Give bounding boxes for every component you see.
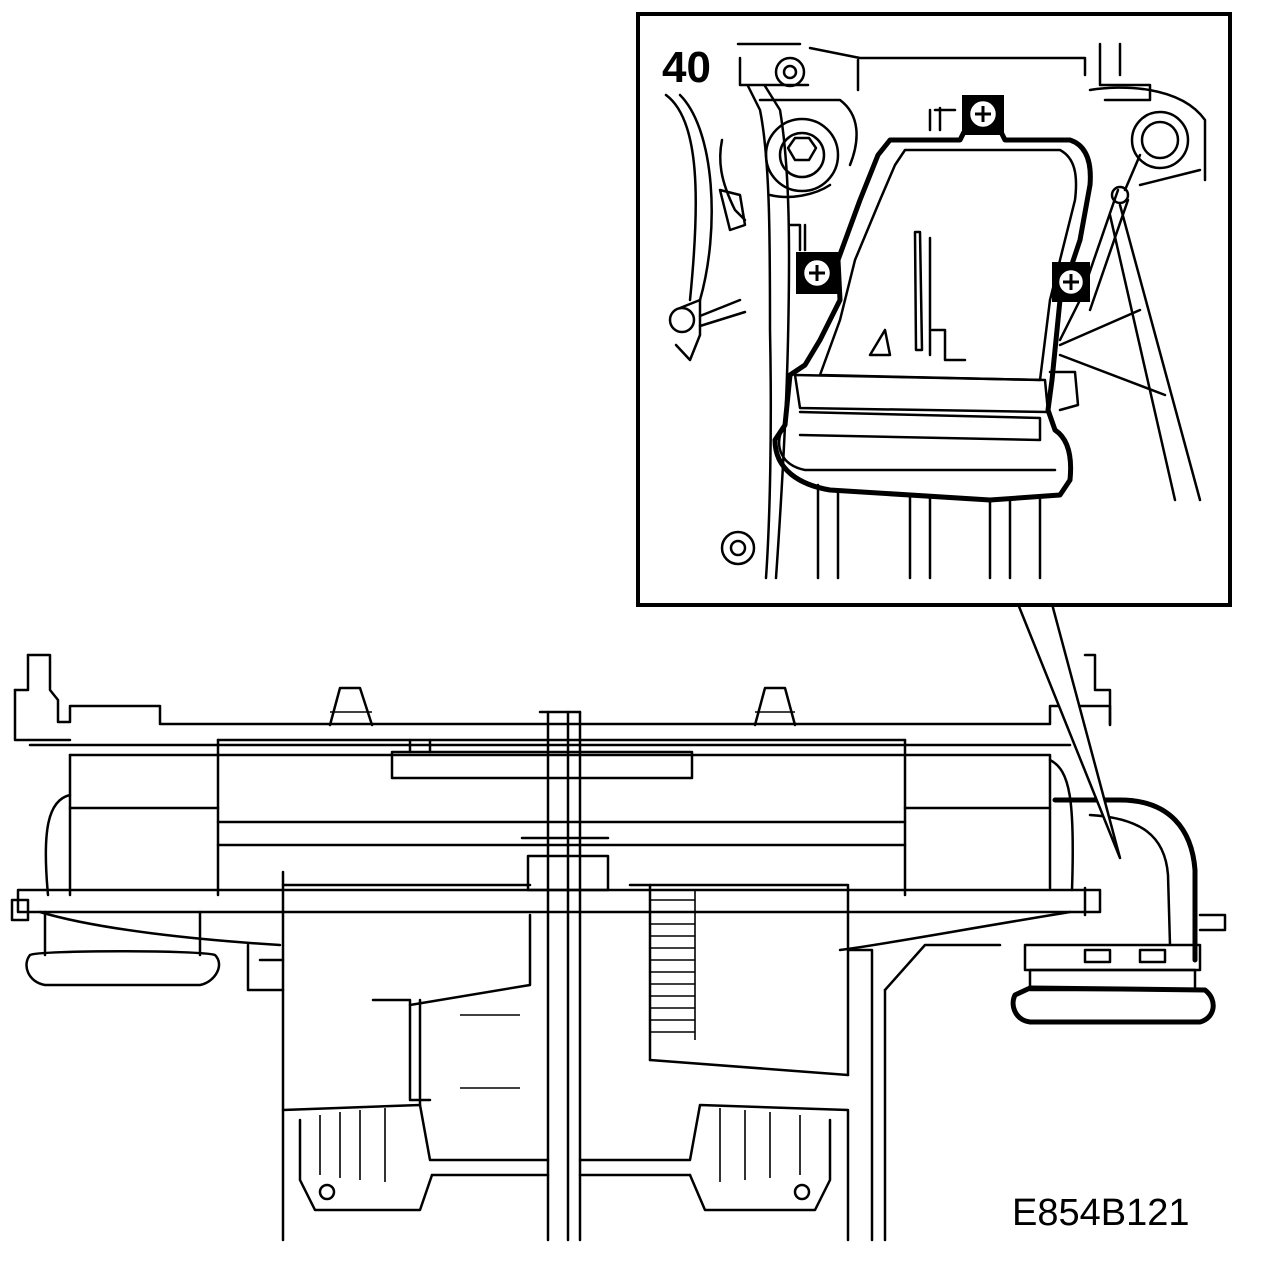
callout-pointer xyxy=(1016,602,1122,860)
screw-top xyxy=(928,95,1004,135)
detail-inset: 40 xyxy=(636,12,1232,607)
step-number: 40 xyxy=(662,43,711,92)
figure-code: E854B121 xyxy=(1012,1192,1190,1234)
heater-blower-assembly xyxy=(10,653,1227,1242)
screw-right xyxy=(1052,262,1090,302)
housing-ribs xyxy=(319,1108,801,1182)
duct-outline xyxy=(772,127,1093,503)
screw-left xyxy=(788,223,838,294)
fan-ribs xyxy=(650,890,696,1040)
